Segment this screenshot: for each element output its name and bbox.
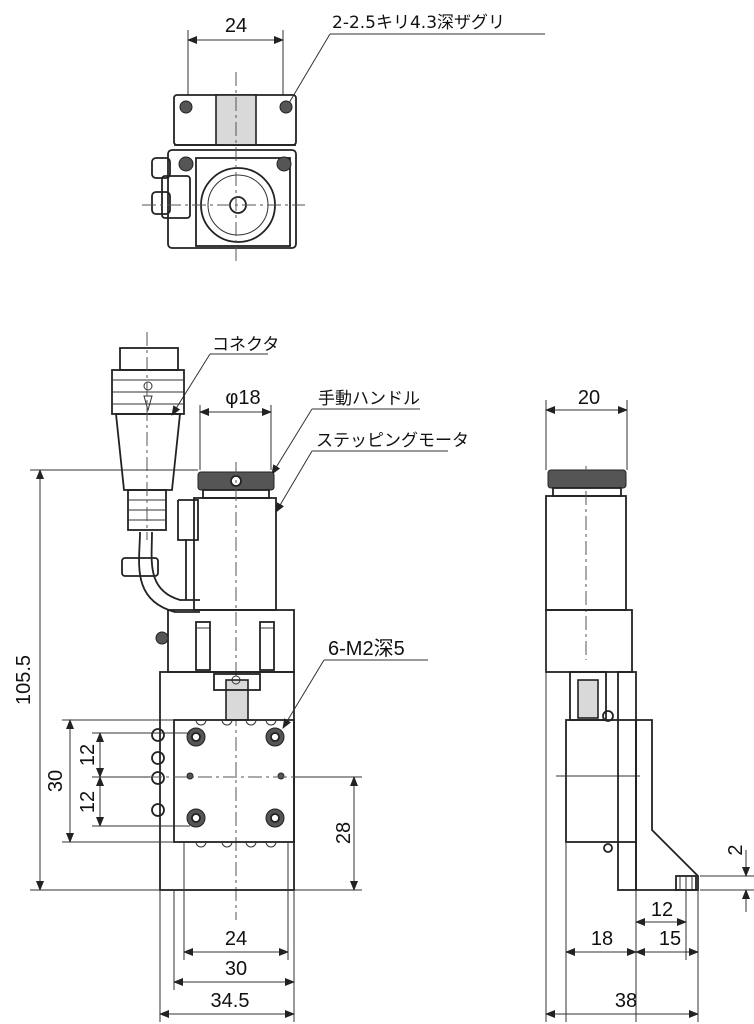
handle-label: 手動ハンドル — [318, 389, 420, 409]
front-view: コネクタ φ18 手動ハンドル — [13, 332, 469, 1022]
side-12-dim: 12 — [651, 899, 673, 921]
top-width-dim: 24 — [225, 15, 247, 37]
connector — [111, 332, 185, 540]
height-total-dim: 105.5 — [13, 655, 35, 705]
vertical-12-upper-dim: 12 — [77, 744, 99, 766]
side-38-dim: 38 — [615, 990, 637, 1012]
counterbore-hole-note: 2-2.5キリ4.3深ザグリ — [332, 13, 505, 33]
tap-hole-note: 6-M2深5 — [328, 637, 405, 660]
vertical-28-dim: 28 — [333, 822, 355, 844]
side-2-dim: 2 — [725, 844, 747, 855]
bottom-34-5-dim: 34.5 — [211, 990, 250, 1012]
bottom-24-dim: 24 — [225, 928, 247, 950]
handle-diameter-dim: φ18 — [225, 387, 260, 409]
side-width-20-dim: 20 — [578, 387, 600, 409]
top-view: 24 2-2.5キリ4.3深ザグリ — [142, 13, 545, 262]
connector-label: コネクタ — [212, 335, 279, 355]
stepping-motor-label: ステッピングモータ — [316, 431, 469, 451]
vertical-12-lower-dim: 12 — [77, 791, 99, 813]
side-view: 20 2 12 1 — [545, 387, 754, 1022]
side-15-dim: 15 — [659, 928, 681, 950]
bottom-30-dim: 30 — [225, 958, 247, 980]
side-18-dim: 18 — [591, 928, 613, 950]
vertical-30-dim: 30 — [45, 770, 67, 792]
